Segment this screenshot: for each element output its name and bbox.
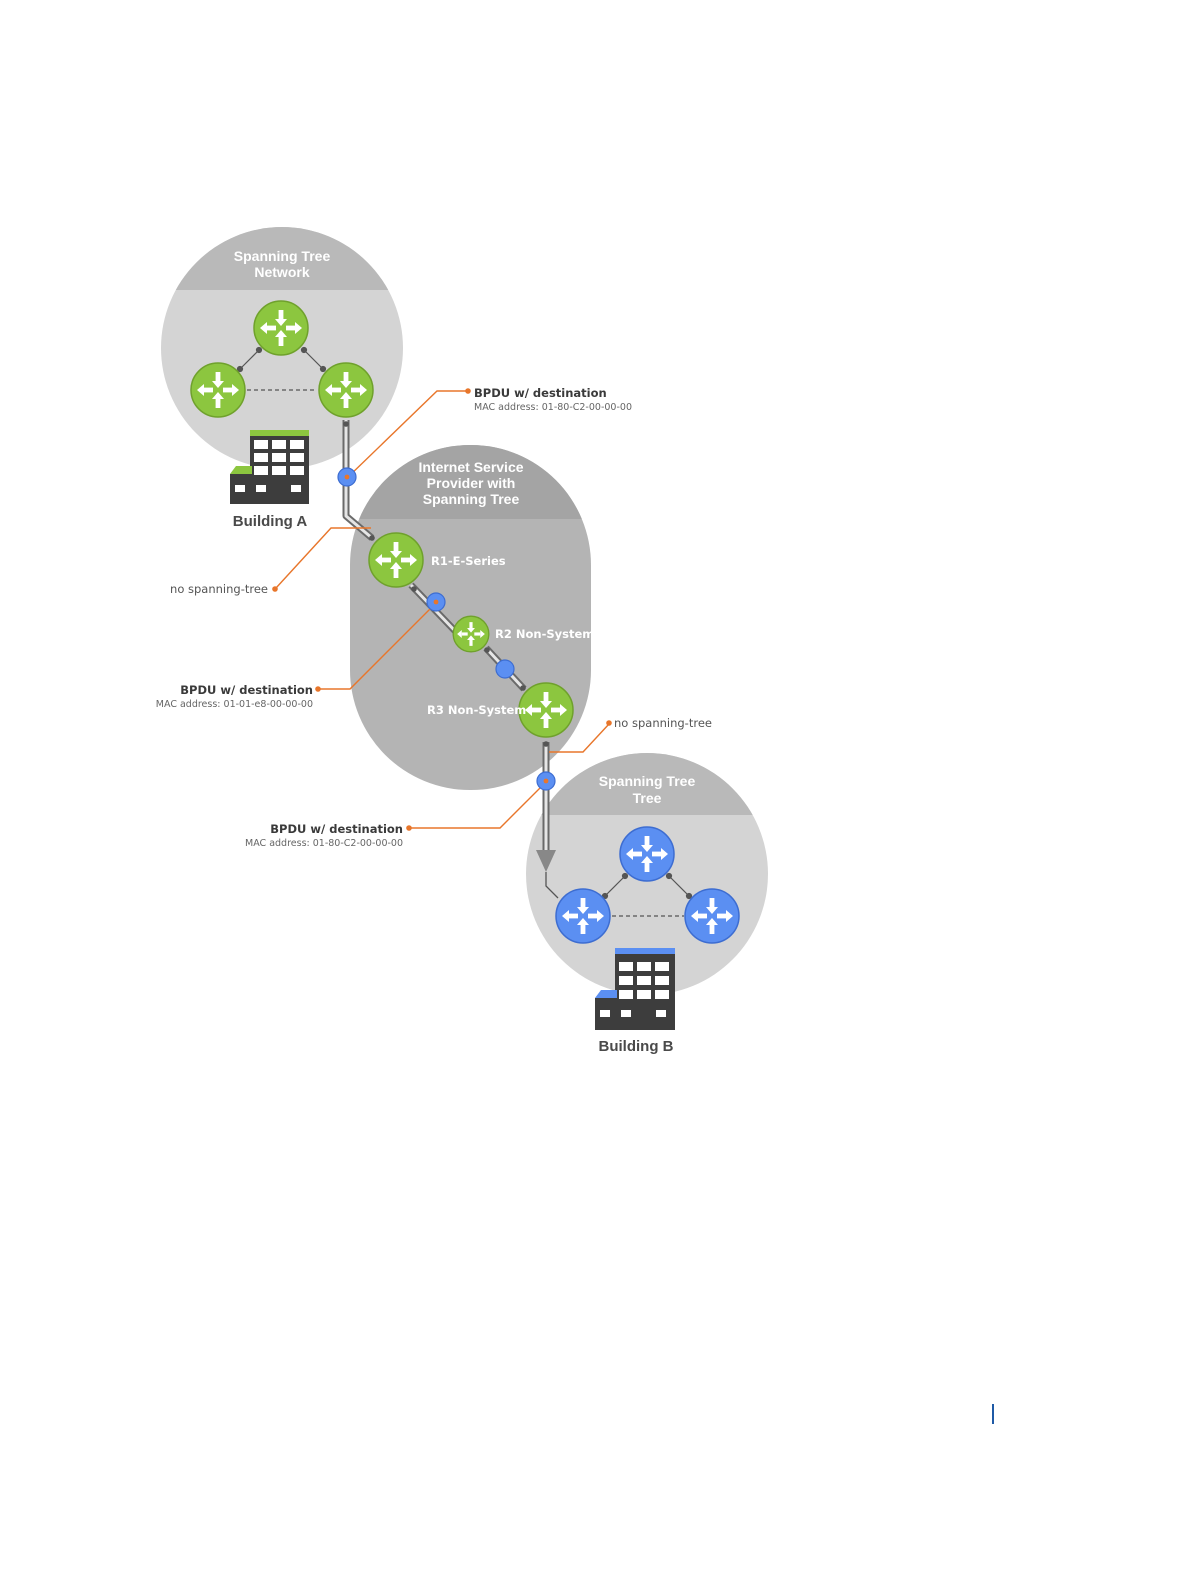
- callout-bpdu-mid-title: BPDU w/ destination: [180, 683, 313, 697]
- bpdu-port-dots: [337, 467, 556, 791]
- zone-isp-title-line3: Spanning Tree: [423, 491, 520, 507]
- building-a-label: Building A: [233, 513, 308, 530]
- router-r2-icon: [452, 615, 490, 653]
- zone-isp: Internet Service Provider with Spanning …: [350, 445, 591, 790]
- router-bottom-c-icon: [684, 888, 740, 944]
- building-b-label: Building B: [599, 1038, 674, 1055]
- router-r1-label: R1-E-Series: [431, 554, 506, 568]
- callout-bpdu-top-title: BPDU w/ destination: [474, 386, 607, 400]
- zone-top-title-line2: Network: [254, 264, 309, 280]
- router-r3-icon: [518, 682, 574, 738]
- top-ring-links: [236, 346, 327, 391]
- zone-bottom-title-line2: Tree: [633, 790, 662, 806]
- callout-no-stp-left: no spanning-tree: [170, 582, 268, 596]
- building-a-icon: [230, 430, 309, 504]
- page-edge-marker: [992, 1404, 994, 1424]
- callout-no-stp-right: no spanning-tree: [614, 716, 712, 730]
- zone-isp-title-line2: Provider with: [427, 475, 516, 491]
- callout-bpdu-top-mac: MAC address: 01-80-C2-00-00-00: [474, 402, 632, 413]
- callout-bpdu-bottom-mac: MAC address: 01-80-C2-00-00-00: [245, 838, 403, 849]
- router-bottom-b-icon: [555, 888, 611, 944]
- router-top-a-icon: [253, 300, 309, 356]
- router-r1-icon: [368, 532, 424, 588]
- zone-bottom-title-line1: Spanning Tree: [599, 773, 696, 789]
- router-r2-label: R2 Non-System: [495, 627, 594, 641]
- router-top-b-icon: [190, 362, 246, 418]
- building-b-icon: [595, 948, 675, 1030]
- zone-isp-title-line1: Internet Service: [418, 459, 523, 475]
- router-top-c-icon: [318, 362, 374, 418]
- bottom-ring-links: [601, 872, 693, 917]
- router-r3-label: R3 Non-System: [427, 703, 526, 717]
- router-bottom-a-icon: [619, 826, 675, 882]
- callout-dots: [272, 388, 612, 831]
- zone-top-title-line1: Spanning Tree: [234, 248, 331, 264]
- callout-lines: [275, 390, 610, 829]
- callout-bpdu-bottom-title: BPDU w/ destination: [270, 822, 403, 836]
- callout-bpdu-mid-mac: MAC address: 01-01-e8-00-00-00: [156, 699, 313, 710]
